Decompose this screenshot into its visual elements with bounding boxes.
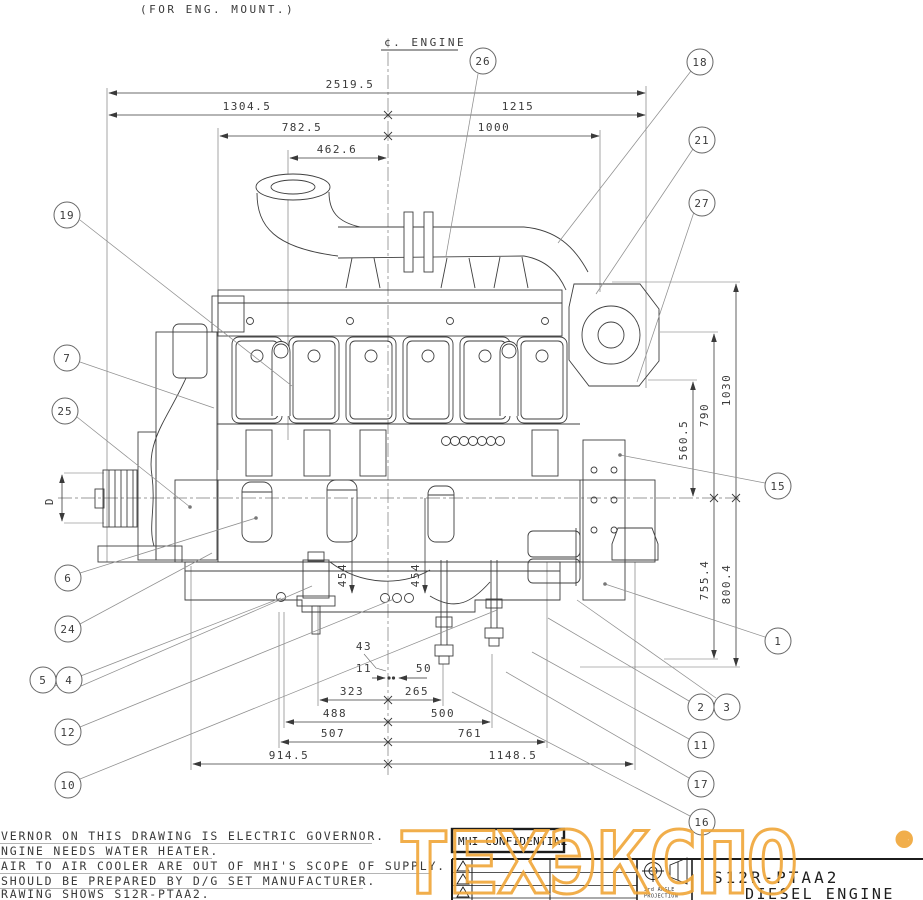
rocker-covers [231,336,568,424]
balloon-24-label: 24 [60,623,75,636]
revision-triangles [456,860,470,898]
dim-800-4: 800.4 [720,564,733,605]
balloon-2-label: 2 [697,701,705,714]
balloon-6-label: 6 [64,572,72,585]
balloon-2: 2 [687,693,715,721]
balloon-25: 25 [51,397,79,425]
dim-454-b: 454 [409,563,422,587]
dim-761: 761 [458,727,482,740]
dimensions-right: 1030 800.4 790 755.4 560.5 [677,283,741,667]
dimensions-bottom: 454 454 43 11 50 323 265 488 500 507 761… [192,498,634,769]
balloon-16: 16 [688,808,716,836]
balloon-1: 1 [764,627,792,655]
balloon-21: 21 [688,126,716,154]
balloon-3: 3 [713,693,741,721]
confidential-label: MHI CONFIDENTIAL [458,835,567,848]
balloon-12-label: 12 [60,726,75,739]
dim-914-5: 914.5 [269,749,310,762]
balloon-7-label: 7 [63,352,71,365]
balloon-21-label: 21 [694,134,709,147]
turbo-housing [568,283,660,387]
engine-drawing [94,173,660,665]
balloon-15-label: 15 [770,480,785,493]
balloon-1-label: 1 [774,635,782,648]
third-angle-projection-icon [642,857,688,885]
engine-centerline-label: ¢. ENGINE [384,36,466,49]
balloon-11: 11 [687,731,715,759]
dim-1030: 1030 [720,374,733,407]
dim-11: 11 [356,662,372,675]
balloon-4-label: 4 [65,674,73,687]
dimension-pulley-d: D [43,474,65,522]
dim-782-5: 782.5 [282,121,323,134]
dim-1000: 1000 [478,121,511,134]
dim-488: 488 [323,707,347,720]
part-balloons: 26 18 21 27 19 7 25 6 24 5 4 12 10 15 1 … [29,47,792,836]
dim-462-6: 462.6 [317,143,358,156]
balloon-10-label: 10 [60,779,75,792]
watermark-registered: ® [897,826,912,854]
balloon-19: 19 [53,201,81,229]
dim-43: 43 [356,640,372,653]
balloon-25-label: 25 [57,405,72,418]
dim-507: 507 [321,727,345,740]
balloon-11-label: 11 [693,739,708,752]
note-line-1: VERNOR ON THIS DRAWING IS ELECTRIC GOVER… [1,829,385,843]
dim-560-5: 560.5 [677,420,690,461]
engine-type-label: DIESEL ENGINE [745,885,895,900]
balloon-7: 7 [53,344,81,372]
balloon-15: 15 [764,472,792,500]
balloon-27-label: 27 [694,197,709,210]
watermark-text: ТЕХЭКСПО [398,814,796,900]
note-line-5: RAWING SHOWS S12R-PTAA2. [1,887,210,900]
dim-d: D [43,497,56,505]
projection-label-2: PROJECTION [644,894,678,900]
watermark: ТЕХЭКСПО ® [397,813,914,900]
balloon-6: 6 [54,564,82,592]
dim-1215: 1215 [502,100,535,113]
notes: VERNOR ON THIS DRAWING IS ELECTRIC GOVER… [0,829,446,900]
dimensions-top: 2519.5 1304.5 1215 782.5 1000 462.6 [108,78,646,161]
dim-1148-5: 1148.5 [489,749,538,762]
dim-1304-5: 1304.5 [223,100,272,113]
model-label: S12R-PTAA2 [713,868,839,887]
balloon-19-label: 19 [59,209,74,222]
projection-label-1: 3rd ANGLE [644,887,675,893]
centerlines [58,52,742,775]
dim-790: 790 [698,403,711,427]
balloon-26-label: 26 [475,55,490,68]
dim-454-a: 454 [336,563,349,587]
for-eng-mount-label: (FOR ENG. MOUNT.) [140,3,295,16]
balloon-17-label: 17 [693,778,708,791]
confidential-box [450,827,566,854]
dim-265: 265 [405,685,429,698]
balloon-12: 12 [54,718,82,746]
balloon-18: 18 [686,48,714,76]
balloon-10: 10 [54,771,82,799]
note-line-2: NGINE NEEDS WATER HEATER. [1,844,219,858]
balloon-24: 24 [54,615,82,643]
dim-500: 500 [431,707,455,720]
balloon-26: 26 [469,47,497,75]
dim-50: 50 [416,662,432,675]
balloon-4: 4 [55,666,83,694]
dim-323: 323 [340,685,364,698]
dim-2519-5: 2519.5 [326,78,375,91]
title-block: MHI CONFIDENTIAL 3rd ANGLE PROJECTION S1… [450,827,923,900]
balloon-5: 5 [29,666,57,694]
extension-lines [64,86,740,770]
balloon-5-label: 5 [39,674,47,687]
balloon-16-label: 16 [694,816,709,829]
balloon-3-label: 3 [723,701,731,714]
balloon-leaders [54,70,766,817]
balloon-18-label: 18 [692,56,707,69]
note-line-3: AIR TO AIR COOLER ARE OUT OF MHI'S SCOPE… [1,859,446,873]
note-line-4: SHOULD BE PREPARED BY D/G SET MANUFACTUR… [1,874,376,888]
dim-755-4: 755.4 [698,560,711,601]
balloon-27: 27 [688,189,716,217]
balloon-17: 17 [687,770,715,798]
